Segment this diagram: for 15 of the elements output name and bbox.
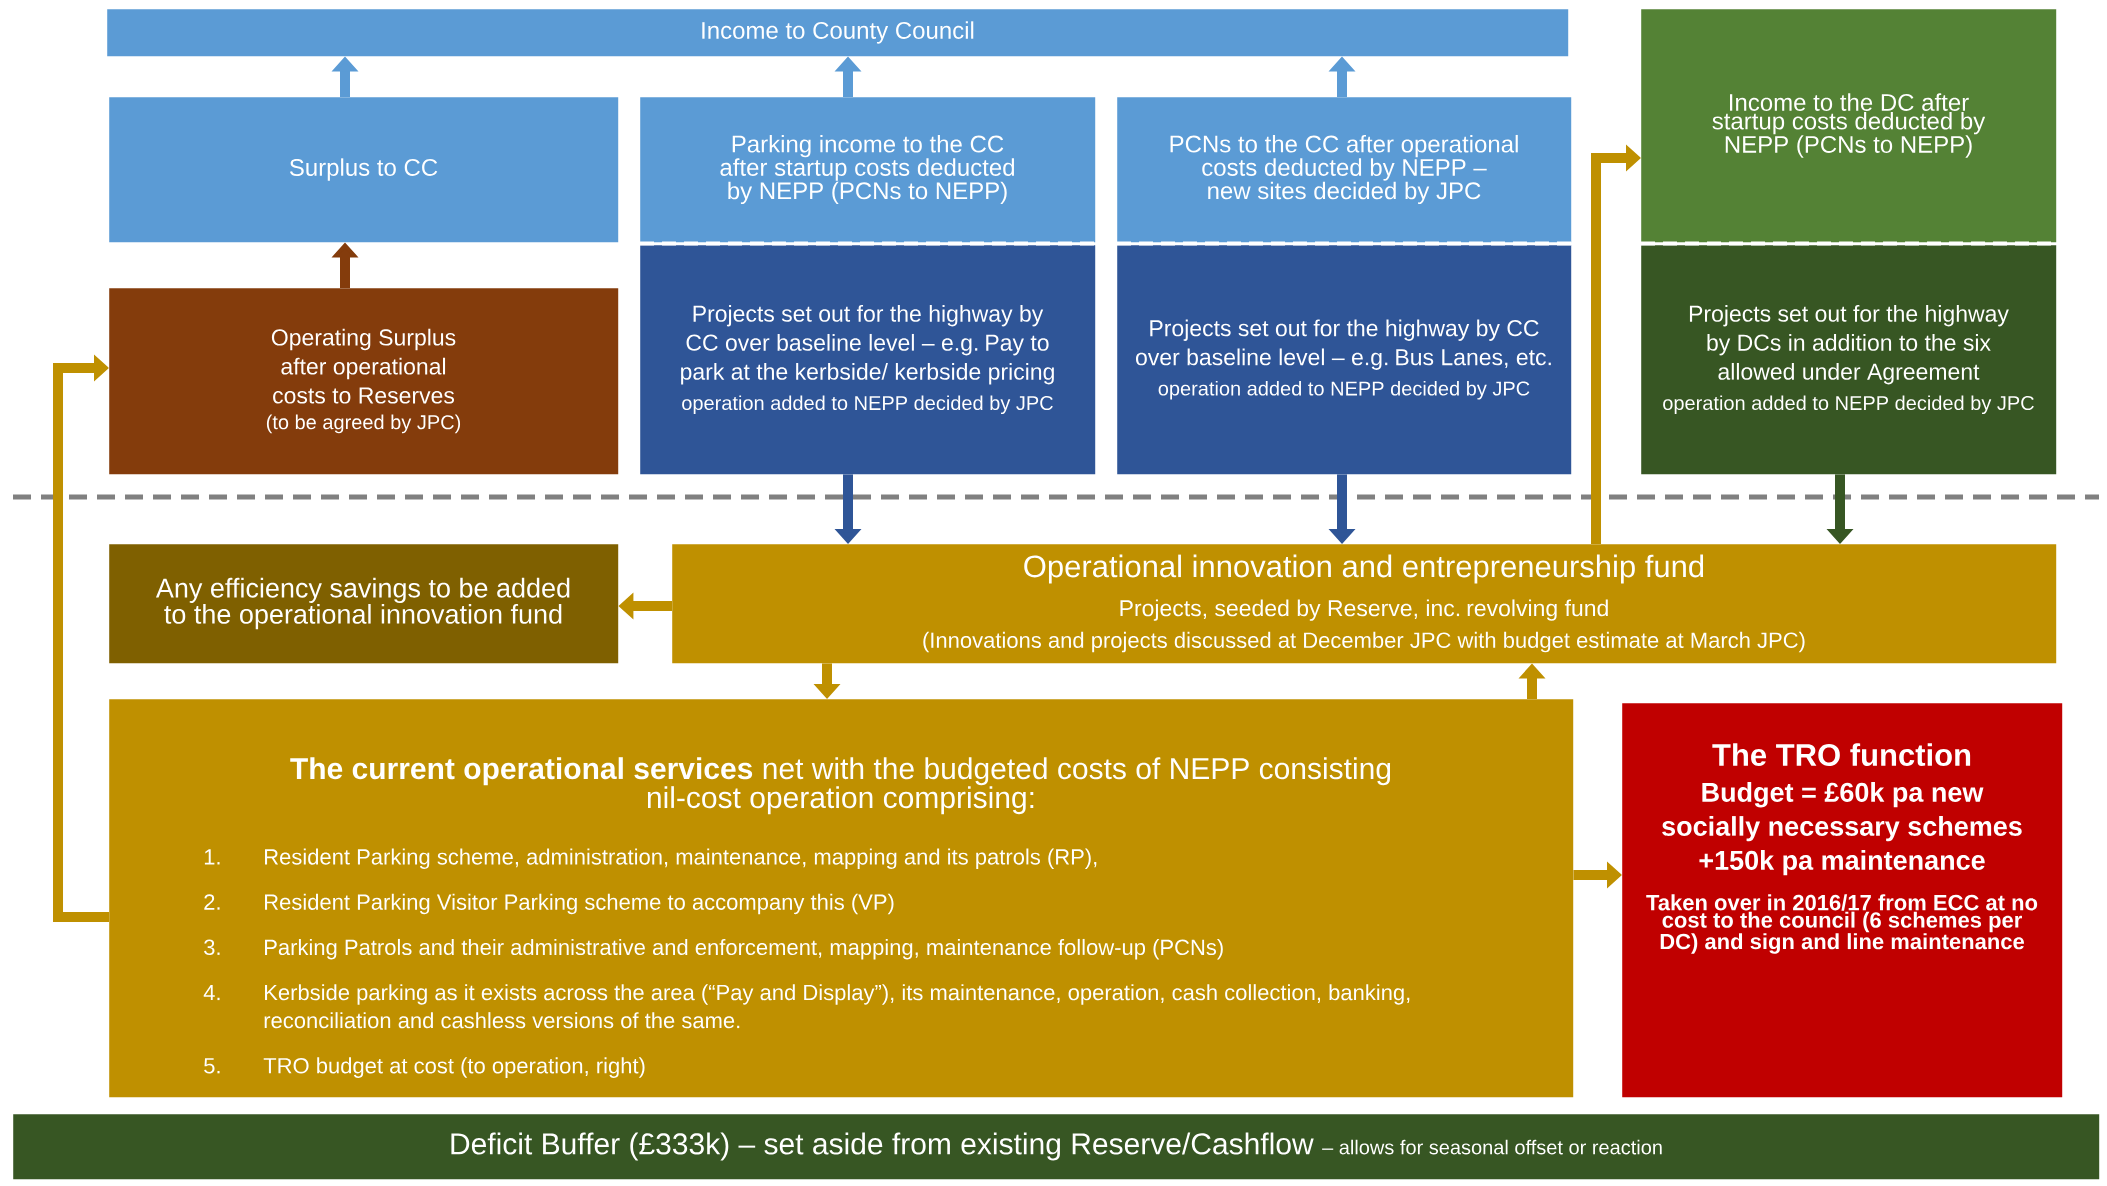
banner-box: Deficit Buffer (£333k) – set aside from existing Reserve/Cashflow – allows for seasonal offset or reaction bbox=[13, 1114, 2100, 1180]
process-box: Surplus to CC bbox=[109, 97, 619, 243]
process-box: The current operational services net with the budgeted costs of NEPP consisting nil-cost operation comprising: 1. Resident Parking scheme, administration, maintenance, mapping and its patrols (RP), 2. Resident Parking Visitor Parking scheme to accompany this (VP) 3. Parking Patrols and their administrative and enforcement, mapping, maintenance follow-up (PCNs) 4. Kerbside parking as it exists across the area (“Pay and Display”), its maintenance, operation, cash collection, banking, reconciliation and cashless versions of the same. 5. TRO budget at cost (to operation, right) bbox=[109, 699, 1574, 1098]
process-box: Projects set out for the highway by CC over baseline level – e.g. Bus Lanes, etc. operation added to NEPP decided by JPC bbox=[1117, 245, 1572, 475]
process-box: Any efficiency savings to be added to the operational innovation fund bbox=[109, 544, 619, 664]
process-box: Projects set out for the highway by DCs in addition to the six allowed under Agreement operation added to NEPP decided by JPC bbox=[1641, 245, 2057, 475]
process-box: Income to the DC after startup costs deducted by NEPP (PCNs to NEPP) bbox=[1641, 9, 2057, 243]
process-box: The TRO function Budget = £60k pa new socially necessary schemes +150k pa maintenance Taken over in 2016/17 from ECC at no cost to the council (6 schemes per DC) and sign and line maintenance bbox=[1622, 703, 2063, 1098]
process-box: Operating Surplus after operational costs to Reserves (to be agreed by JPC) bbox=[109, 288, 619, 475]
arrow bbox=[53, 354, 109, 922]
arrow bbox=[1591, 144, 1641, 544]
process-box: Operational innovation and entrepreneurship fund Projects, seeded by Reserve, inc. revolving fund (Innovations and projects discussed at December JPC with budget estimate at March JPC) bbox=[672, 544, 2057, 664]
process-box: PCNs to the CC after operational costs deducted by NEPP – new sites decided by JPC bbox=[1117, 97, 1572, 243]
process-box: Parking income to the CC after startup costs deducted by NEPP (PCNs to NEPP) bbox=[640, 97, 1096, 243]
process-box: Projects set out for the highway by CC over baseline level – e.g. Pay to park at the kerbside/ kerbside pricing operation added to NEPP decided by JPC bbox=[640, 245, 1096, 475]
